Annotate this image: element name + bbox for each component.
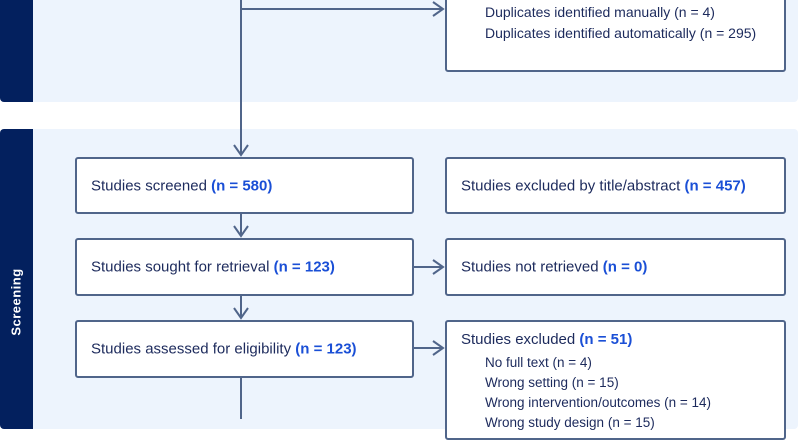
sought-label: Studies sought for retrieval: [91, 258, 274, 276]
not-retrieved-count: (n = 0): [602, 258, 648, 276]
records-removed-box: Duplicates identified manually (n = 4) D…: [445, 0, 786, 72]
assessed-label: Studies assessed for eligibility: [91, 340, 296, 358]
arrowhead-removed: [432, 1, 445, 17]
not-retrieved-label: Studies not retrieved: [461, 258, 603, 276]
arrowhead-excluded: [432, 340, 445, 356]
not-retrieved-box: Studies not retrieved (n = 0): [445, 238, 786, 296]
studies-excluded-box: Studies excluded (n = 51) No full text (…: [445, 320, 786, 440]
arrowhead-sought: [233, 225, 249, 238]
arrowhead-assessed: [233, 307, 249, 320]
sought-count: (n = 123): [273, 258, 335, 276]
identification-phase-bar: [0, 0, 33, 102]
removed-item: Duplicates identified automatically (n =…: [485, 25, 757, 41]
screened-count: (n = 580): [211, 177, 273, 194]
exclusion-reasons: No full text (n = 4) Wrong setting (n = …: [461, 353, 711, 433]
flow-connectors: [233, 0, 445, 419]
screened-label: Studies screened: [91, 177, 212, 194]
studies-sought-box: Studies sought for retrieval (n = 123): [75, 238, 414, 296]
exclusion-reason: Wrong study design (n = 15): [485, 415, 655, 430]
assessed-count: (n = 123): [295, 340, 357, 358]
removed-list: Duplicates identified manually (n = 4) D…: [461, 2, 756, 44]
studies-assessed-box: Studies assessed for eligibility (n = 12…: [75, 320, 414, 378]
exclusion-reason: Wrong intervention/outcomes (n = 14): [485, 395, 711, 410]
excluded-label: Studies excluded: [461, 331, 580, 348]
excluded-count: (n = 51): [579, 331, 633, 348]
exclusion-reason: Wrong setting (n = 15): [485, 375, 619, 390]
excluded-ta-label: Studies excluded by title/abstract: [461, 177, 685, 194]
arrowhead-not-retrieved: [432, 259, 445, 275]
studies-screened-box: Studies screened (n = 580): [75, 157, 414, 214]
arrowhead-screened: [233, 144, 249, 157]
excluded-ta-count: (n = 457): [684, 177, 746, 194]
excluded-title-abstract-box: Studies excluded by title/abstract (n = …: [445, 157, 786, 214]
removed-item: Duplicates identified manually (n = 4): [485, 4, 715, 20]
screening-phase-bar: [0, 129, 33, 429]
exclusion-reason: No full text (n = 4): [485, 355, 592, 370]
